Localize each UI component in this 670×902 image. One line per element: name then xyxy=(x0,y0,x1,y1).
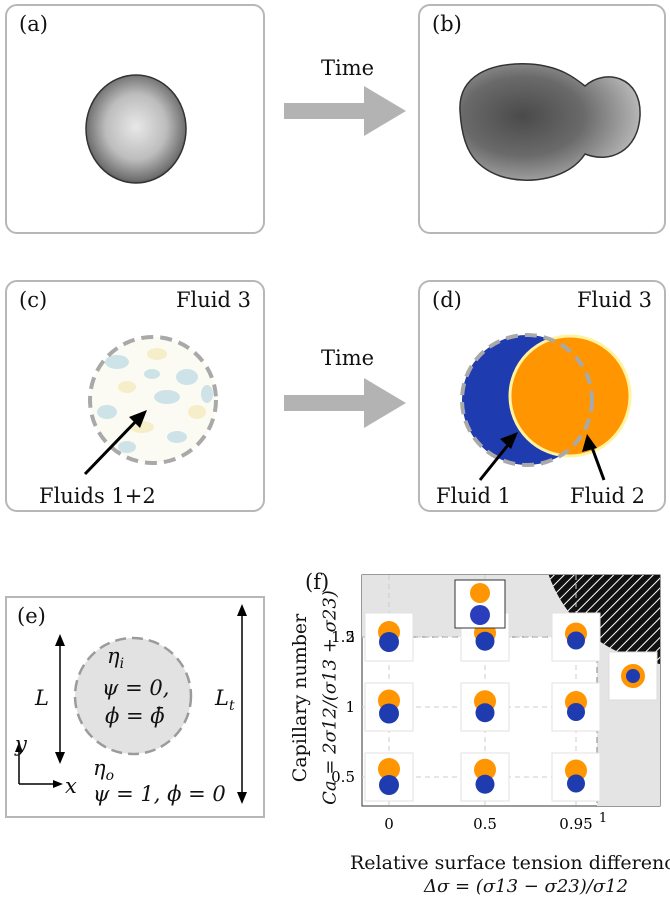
inset-orange-droplet xyxy=(470,583,490,603)
panel-c-arrow-label: Fluids 1+2 xyxy=(39,484,156,508)
inset-engulfed xyxy=(608,651,658,701)
x-tick-label: 0 xyxy=(384,815,394,833)
length-L-label: L xyxy=(35,686,49,710)
panel-c-fluid3-label: Fluid 3 xyxy=(175,288,251,312)
panel-e: (e) L Lt ηi ψ = 0, ϕ = ϕ̄ ηo ψ = 1, ϕ = … xyxy=(5,596,265,818)
droplet-mark xyxy=(364,682,414,732)
time-arrow-top xyxy=(284,86,406,136)
droplet-mark xyxy=(551,612,601,662)
x-extra-tick-label: 1 xyxy=(599,811,607,826)
droplet-mark xyxy=(551,752,601,802)
y-axis-equation: Ca = 2σ12/(σ13 + σ23) xyxy=(319,590,341,805)
y-tick-label: 1 xyxy=(345,698,355,716)
outer-condition-label: ψ = 1, ϕ = 0 xyxy=(93,782,226,806)
panel-d: (d) Fluid 3 Fluid 1 Fluid 2 xyxy=(418,280,666,512)
inset-engulfed-inner xyxy=(626,669,640,683)
time-label-top: Time xyxy=(321,56,375,80)
eta-inner-label: ηi xyxy=(107,644,125,673)
panel-b: (b) xyxy=(418,4,666,234)
x-axis-title: Relative surface tension difference xyxy=(350,852,670,874)
inner-phi-label: ϕ = ϕ̄ xyxy=(105,704,165,728)
x-tick-label: 0.95 xyxy=(559,815,592,833)
region-separated xyxy=(362,575,660,637)
panel-c: (c) Fluid 3 Fluids 1+2 xyxy=(5,280,265,512)
panel-c-label: (c) xyxy=(19,288,48,312)
inset-engulfed-outer xyxy=(621,664,645,688)
axis-y-label: y xyxy=(15,732,27,756)
panel-d-fluid2-label: Fluid 2 xyxy=(570,484,646,508)
eta-outer-label: ηo xyxy=(93,756,115,785)
separated-droplet xyxy=(460,333,632,481)
time-label-bottom: Time xyxy=(321,346,375,370)
droplet-mark xyxy=(364,752,414,802)
panel-d-fluid3-label: Fluid 3 xyxy=(576,288,652,312)
cell-image-deformed xyxy=(459,63,641,181)
inset-separated xyxy=(454,579,506,629)
x-axis-equation: Δσ = (σ13 − σ23)/σ12 xyxy=(424,876,629,897)
y-axis-title: Capillary number xyxy=(289,613,311,783)
y-tick-label: 2 xyxy=(345,628,355,646)
inset-blue-droplet xyxy=(470,605,490,625)
droplet-mark xyxy=(364,612,414,662)
region-engulfed xyxy=(597,575,660,806)
droplet-mark xyxy=(460,752,510,802)
x-tick-label: 0.5 xyxy=(473,815,497,833)
panel-a: (a) xyxy=(5,4,265,234)
cell-image-round xyxy=(85,74,187,184)
domain-schematic xyxy=(15,604,247,804)
panel-f-label: (f) xyxy=(305,570,330,594)
panel-e-label: (e) xyxy=(17,604,46,628)
time-arrow-bottom xyxy=(284,378,406,428)
y-axis-title-group: Capillary number Ca = 2σ12/(σ13 + σ23) xyxy=(270,590,341,805)
panel-d-label: (d) xyxy=(432,288,462,312)
mixed-droplet xyxy=(83,335,218,476)
axis-x-label: x xyxy=(65,774,77,798)
panel-a-label: (a) xyxy=(19,12,48,36)
droplet-mark xyxy=(551,682,601,732)
length-Lt-label: Lt xyxy=(215,686,235,715)
inner-psi-label: ψ = 0, xyxy=(102,676,170,700)
panel-d-fluid1-label: Fluid 1 xyxy=(436,484,512,508)
droplet-mark xyxy=(460,682,510,732)
droplet-mark xyxy=(460,612,510,662)
panel-b-label: (b) xyxy=(432,12,462,36)
